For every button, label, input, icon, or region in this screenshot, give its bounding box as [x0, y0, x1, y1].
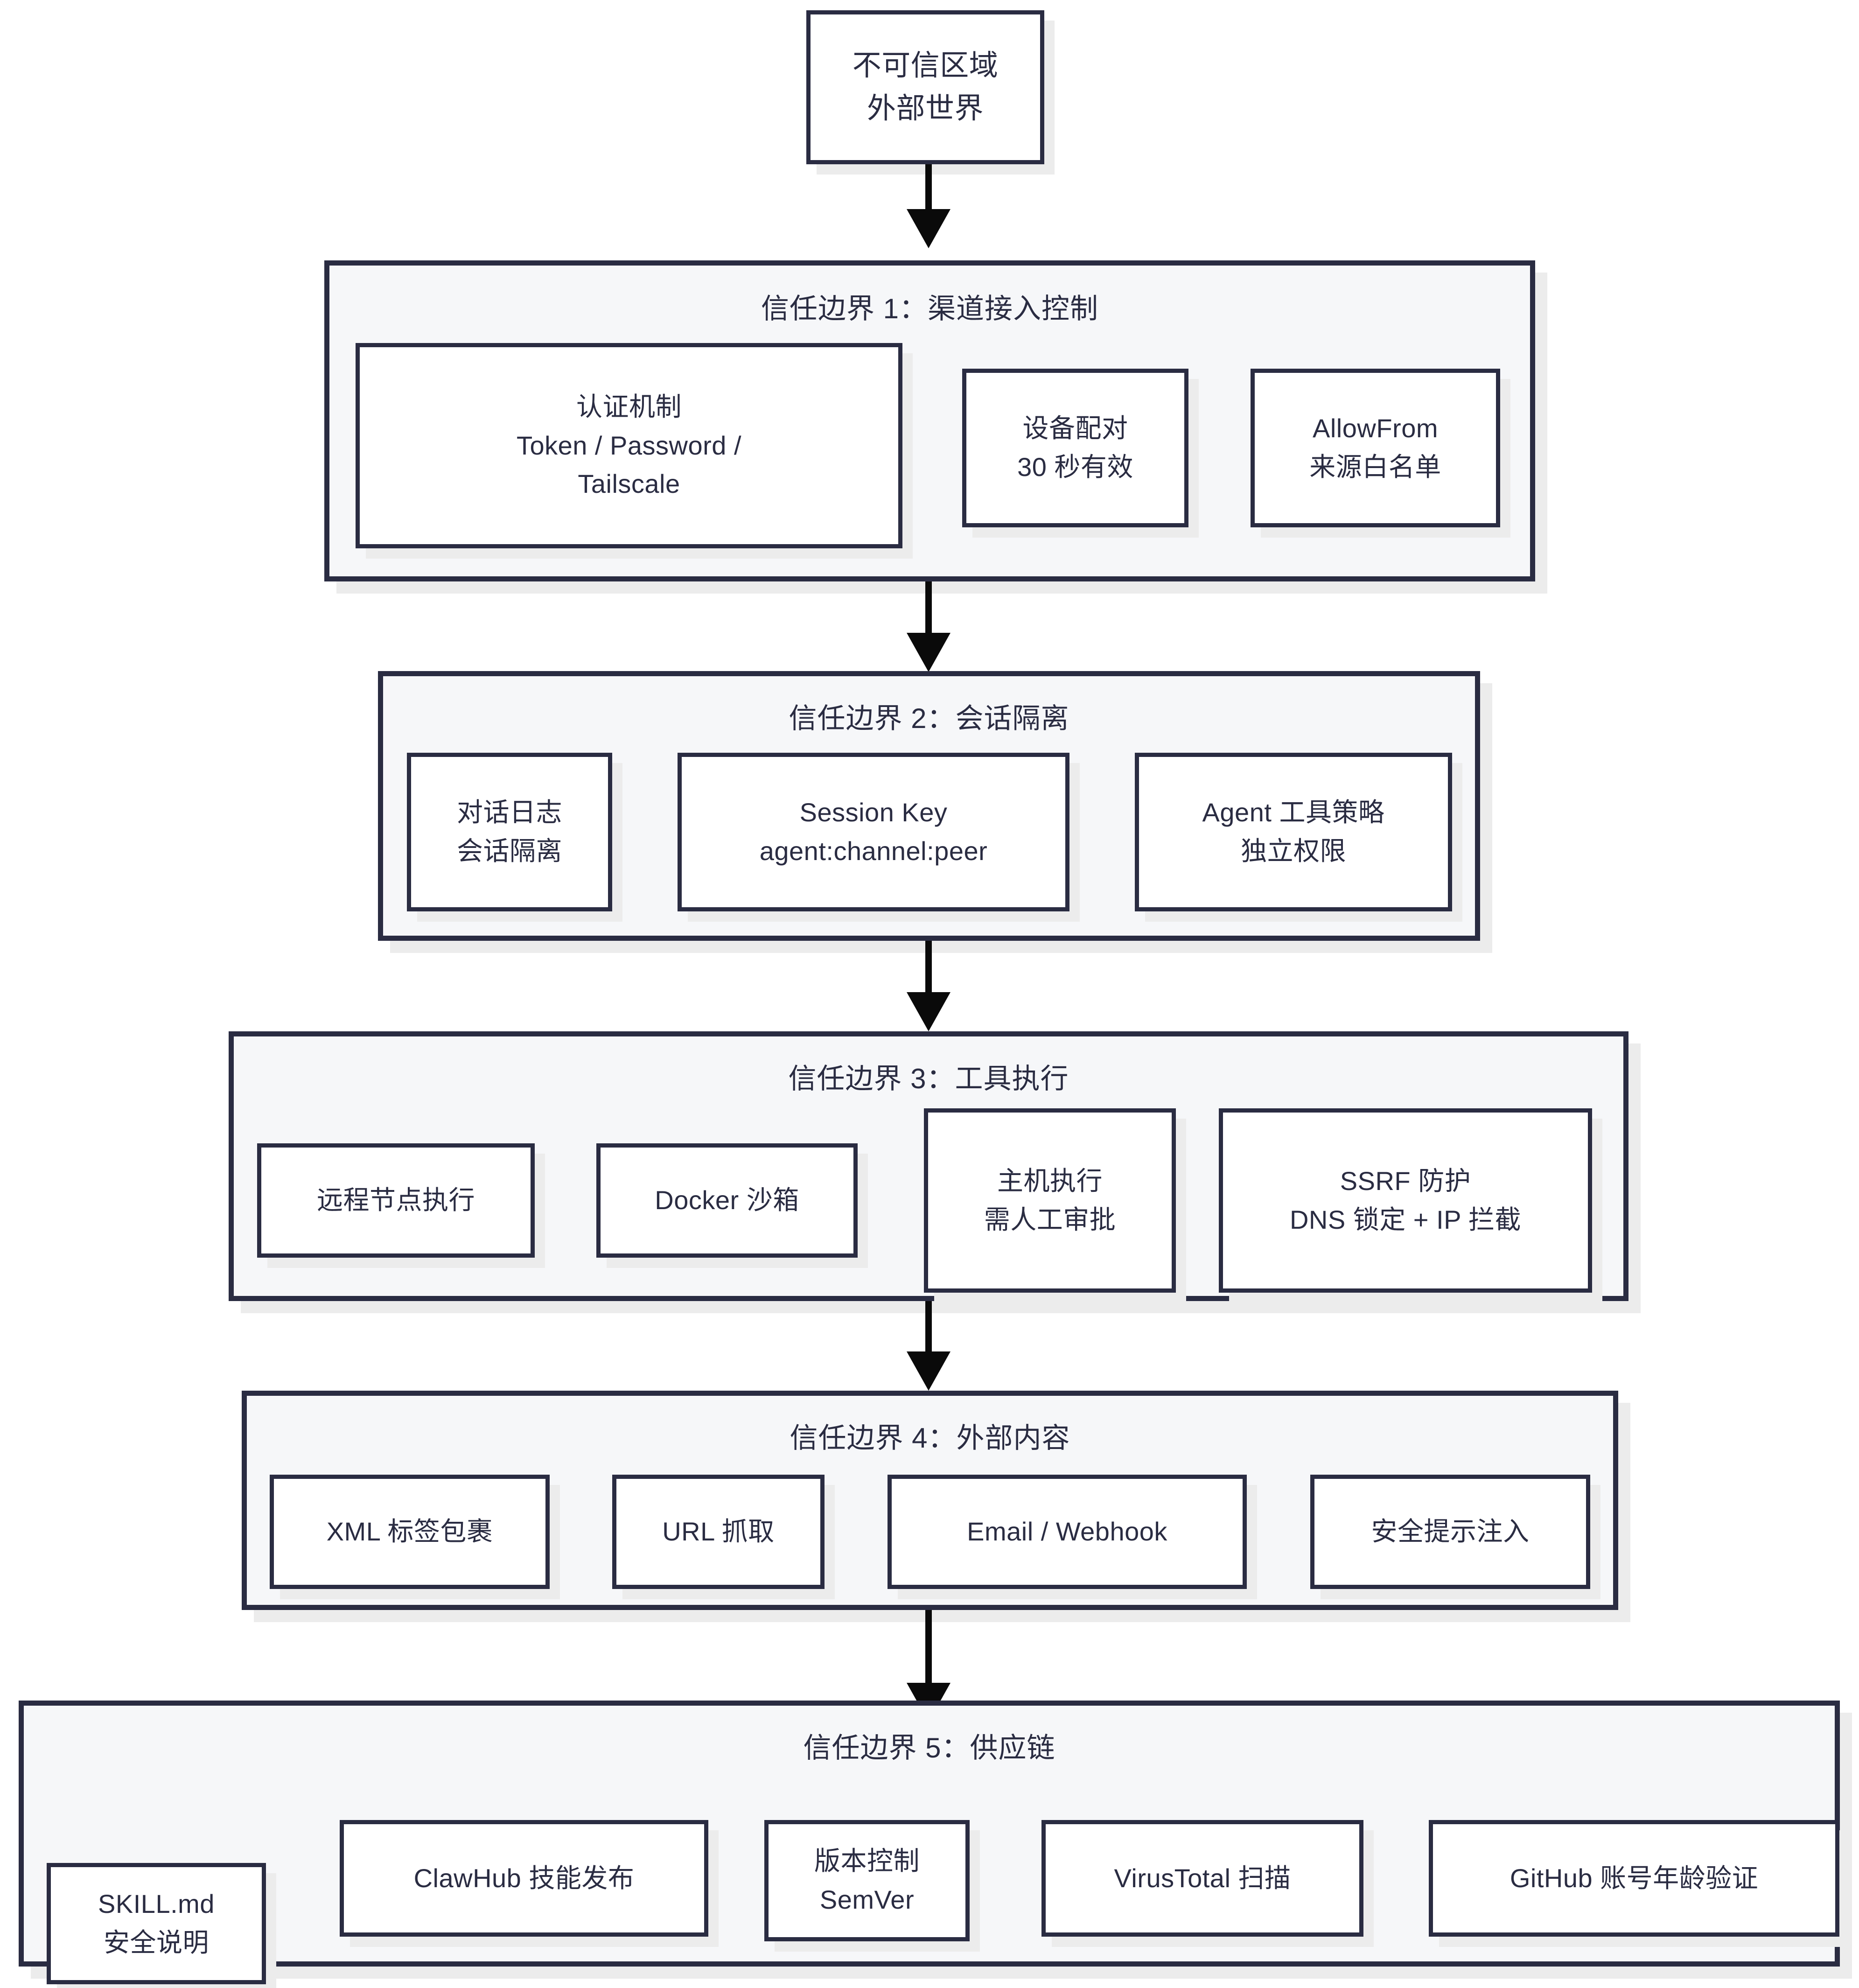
node-safety-prompt-injection[interactable]: 安全提示注入 — [1310, 1475, 1590, 1589]
trust-boundary-1-title: 信任边界 1：渠道接入控制 — [761, 293, 1099, 324]
node-github-account-age[interactable]: GitHub 账号年龄验证 — [1429, 1820, 1839, 1937]
node-line: 会话隔离 — [457, 836, 562, 866]
arrow-head-icon — [907, 1351, 950, 1391]
node-line: 独立权限 — [1241, 836, 1346, 866]
node-line: SSRF 防护 — [1340, 1166, 1471, 1196]
node-line: agent:channel:peer — [759, 836, 988, 866]
arrow-shaft — [925, 164, 932, 211]
arrow-head-icon — [907, 209, 950, 248]
node-line: Session Key — [799, 798, 948, 827]
node-line: XML 标签包裹 — [326, 1517, 493, 1547]
node-clawhub-publish[interactable]: ClawHub 技能发布 — [340, 1820, 708, 1937]
node-line: Docker 沙箱 — [655, 1185, 799, 1215]
node-line: 设备配对 — [1022, 413, 1128, 443]
node-line: 对话日志 — [457, 798, 562, 827]
node-docker-sandbox[interactable]: Docker 沙箱 — [596, 1143, 858, 1258]
node-url-fetch[interactable]: URL 抓取 — [612, 1475, 825, 1589]
node-email-webhook[interactable]: Email / Webhook — [888, 1475, 1247, 1589]
node-line: SKILL.md — [98, 1889, 215, 1919]
node-host-exec-approval[interactable]: 主机执行 需人工审批 — [924, 1108, 1176, 1293]
node-agent-tool-policy[interactable]: Agent 工具策略 独立权限 — [1135, 753, 1452, 911]
node-line: 远程节点执行 — [317, 1185, 475, 1215]
node-auth-mechanism[interactable]: 认证机制 Token / Password / Tailscale — [356, 343, 902, 548]
node-line: 版本控制 — [814, 1846, 920, 1876]
node-line: 30 秒有效 — [1017, 452, 1133, 482]
node-line: 外部世界 — [867, 92, 984, 125]
node-line: AllowFrom — [1313, 413, 1438, 443]
node-session-key[interactable]: Session Key agent:channel:peer — [678, 753, 1069, 911]
node-line: Email / Webhook — [967, 1517, 1167, 1547]
node-line: URL 抓取 — [662, 1517, 775, 1547]
trust-boundary-2-title: 信任边界 2：会话隔离 — [789, 703, 1069, 734]
node-line: 主机执行 — [997, 1166, 1103, 1196]
node-line: 不可信区域 — [852, 49, 999, 82]
node-line: Agent 工具策略 — [1202, 798, 1385, 827]
arrow-shaft — [925, 581, 932, 635]
node-line: Token / Password / — [516, 430, 742, 460]
trust-boundary-4-title: 信任边界 4：外部内容 — [790, 1422, 1070, 1454]
node-chat-log-isolation[interactable]: 对话日志 会话隔离 — [407, 753, 612, 911]
node-ssrf-protection[interactable]: SSRF 防护 DNS 锁定 + IP 拦截 — [1219, 1108, 1592, 1293]
arrow-shaft — [925, 1610, 932, 1685]
arrow-head-icon — [907, 633, 950, 672]
node-line: Tailscale — [578, 469, 680, 499]
node-skill-md-security[interactable]: SKILL.md 安全说明 — [47, 1863, 266, 1984]
arrow-shaft — [925, 1301, 932, 1353]
node-line: 认证机制 — [576, 392, 682, 421]
node-line: SemVer — [819, 1885, 915, 1914]
arrow-shaft — [925, 941, 932, 994]
node-line: 安全说明 — [104, 1928, 209, 1957]
node-virustotal-scan[interactable]: VirusTotal 扫描 — [1041, 1820, 1363, 1937]
trust-boundary-3-title: 信任边界 3：工具执行 — [788, 1063, 1069, 1094]
trust-boundary-5-title: 信任边界 5：供应链 — [803, 1732, 1055, 1764]
arrow-head-icon — [907, 992, 950, 1031]
node-line: VirusTotal 扫描 — [1114, 1863, 1291, 1893]
node-device-pairing[interactable]: 设备配对 30 秒有效 — [962, 369, 1188, 527]
node-line: 安全提示注入 — [1371, 1517, 1530, 1547]
node-remote-node-exec[interactable]: 远程节点执行 — [257, 1143, 535, 1258]
node-xml-tag-wrap[interactable]: XML 标签包裹 — [270, 1475, 550, 1589]
node-line: GitHub 账号年龄验证 — [1510, 1863, 1759, 1893]
node-version-control-semver[interactable]: 版本控制 SemVer — [764, 1820, 970, 1941]
node-allowfrom-whitelist[interactable]: AllowFrom 来源白名单 — [1251, 369, 1500, 527]
node-untrusted-zone[interactable]: 不可信区域 外部世界 — [806, 10, 1044, 164]
node-line: DNS 锁定 + IP 拦截 — [1289, 1204, 1522, 1234]
node-line: ClawHub 技能发布 — [413, 1863, 635, 1893]
node-line: 来源白名单 — [1309, 452, 1441, 482]
node-line: 需人工审批 — [984, 1204, 1116, 1234]
